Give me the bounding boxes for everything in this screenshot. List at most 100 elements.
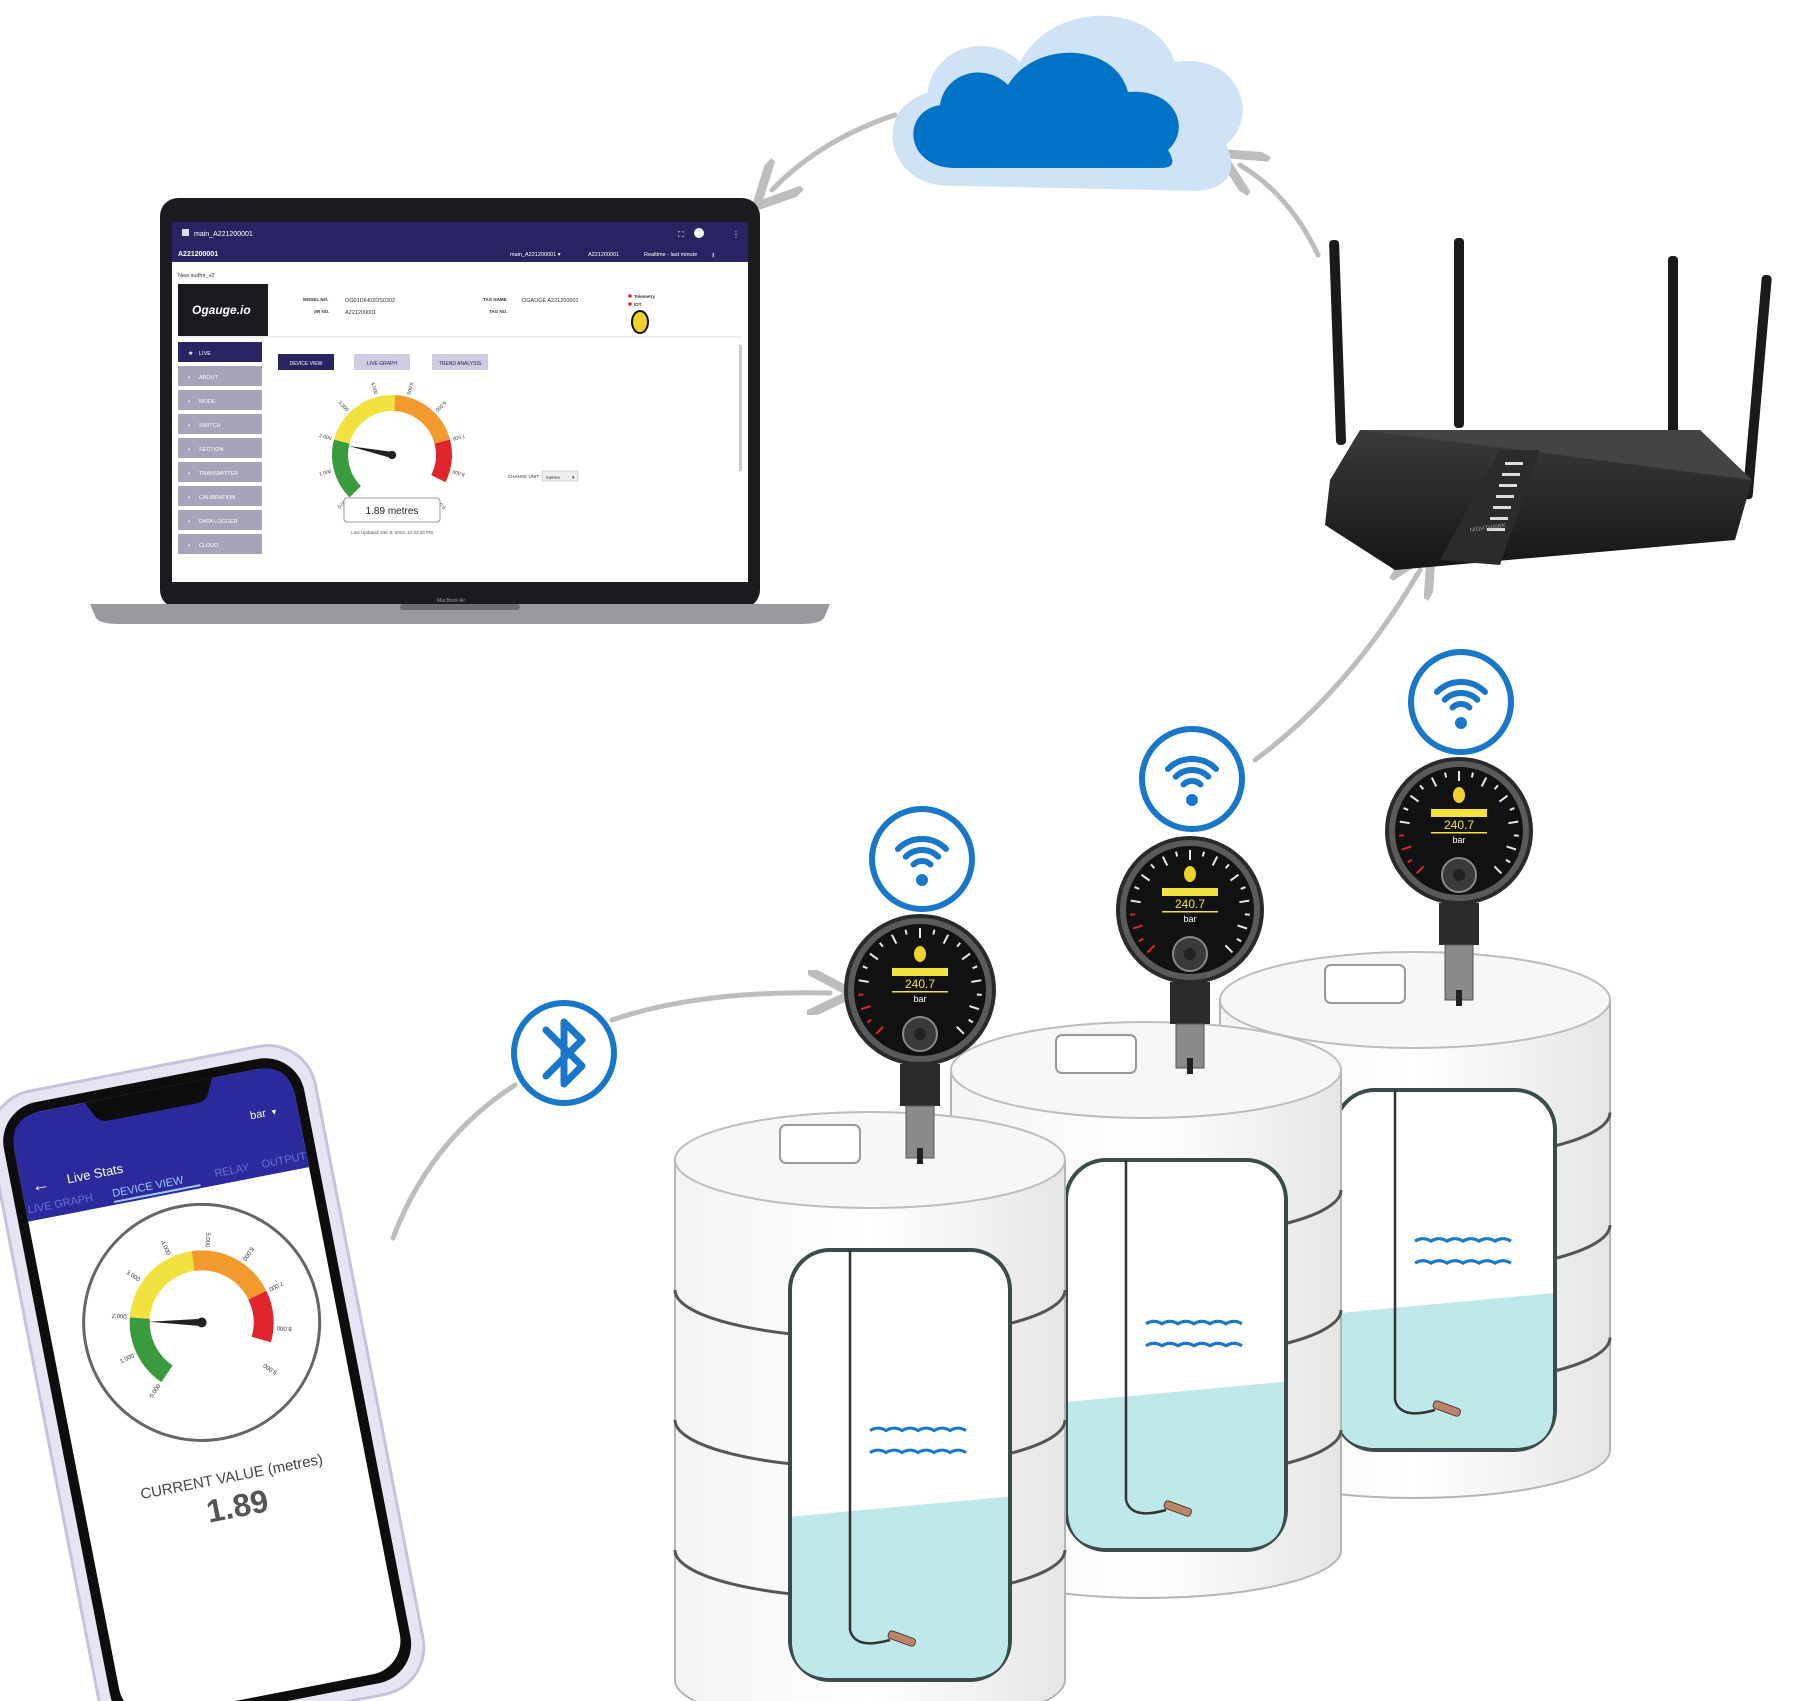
gauge-zone-orange [191, 1250, 267, 1301]
water-wave [1414, 1259, 1512, 1265]
model-label: MODEL NO. [303, 297, 328, 302]
sidebar-item-live[interactable] [178, 342, 262, 362]
cloud-icon [892, 15, 1243, 191]
more-icon[interactable]: ⋮ [732, 230, 740, 239]
tab-live-graph[interactable] [354, 354, 410, 370]
arrow-bluetooth-to-device [609, 993, 830, 1023]
sidebar-item-icon: ★ [188, 350, 193, 357]
storage-tank [673, 1111, 1067, 1701]
tank-water [1068, 1381, 1284, 1548]
realtime-range[interactable]: Realtime - last minute [644, 252, 697, 258]
sidebar-item-label: LIVE [199, 351, 211, 357]
tank-mount [1324, 964, 1406, 1004]
view-tabs: DEVICE VIEW LIVE GRAPH TREND ANALYSIS [278, 354, 488, 370]
sidebar-item-label: SWITCH [199, 423, 221, 429]
scrollbar[interactable] [739, 345, 742, 471]
tank-mount [779, 1124, 861, 1164]
gauge-hub [196, 1317, 207, 1328]
sidebar-item-about[interactable] [178, 366, 262, 386]
sidebar-item-icon: ▪ [188, 495, 190, 501]
wifi-icon [1139, 726, 1245, 832]
level-probe [848, 1250, 891, 1645]
gauge-tick-label: 8.000 [276, 1324, 292, 1331]
phone: bar ▾ ← Live Stats LIVE GRAPH DEVICE VIE… [0, 1044, 426, 1701]
chevron-down-icon: ▾ [271, 1106, 278, 1117]
phone-unit-select[interactable]: bar [249, 1107, 267, 1122]
level-probe [1124, 1160, 1167, 1515]
sidebar-item-icon: ▪ [188, 375, 190, 381]
logo-box [178, 284, 268, 336]
chevron-down-icon: ▾ [572, 475, 575, 481]
gauge-tick-label: 2.000 [111, 1314, 127, 1321]
apps-icon[interactable] [182, 229, 189, 236]
sidebar-item-label: ABOUT [199, 375, 219, 381]
router-antenna [1742, 274, 1772, 500]
panel-title: New sudhir_v2 [178, 273, 214, 279]
tank-water [1337, 1293, 1553, 1448]
sidebar-item-calibration[interactable] [178, 486, 262, 506]
back-arrow-icon[interactable]: ← [30, 1173, 51, 1196]
tag-name-value: OGAUGE A221200001 [522, 298, 579, 304]
arrow-device-to-router [1252, 570, 1420, 763]
water-wave [869, 1448, 967, 1455]
sidebar-item-label: CALIBRATION [199, 495, 235, 501]
device-chip[interactable]: A221200001 [588, 252, 619, 258]
gauge-needle [148, 1318, 202, 1327]
probe-sensor [1163, 1500, 1192, 1517]
tab-label: TREND ANALYSIS [439, 361, 482, 367]
tank-mount [1055, 1034, 1137, 1074]
gauge-needle [348, 446, 393, 459]
device-reading: 240.7 [905, 977, 935, 991]
sidebar-item-data-logger[interactable] [178, 510, 262, 530]
sidebar-item-switch[interactable] [178, 414, 262, 434]
sr-value: A221200001 [345, 310, 376, 316]
unit-select-value[interactable]: metres [546, 475, 561, 480]
laptop-brand: MacBook Air [437, 598, 465, 604]
tab-trend-analysis[interactable] [432, 354, 488, 370]
device-unit: bar [913, 994, 926, 1004]
gauge-zone-green [332, 439, 362, 498]
router-antenna [1329, 239, 1347, 445]
sidebar-item-section[interactable] [178, 438, 262, 458]
wifi-icon [1408, 649, 1514, 755]
unit-select[interactable] [541, 470, 579, 482]
arrow-phone-to-bluetooth [390, 1082, 518, 1241]
device-unit: bar [1452, 835, 1465, 845]
gauge-zone-red [431, 439, 452, 483]
device-logo-icon [631, 310, 649, 334]
tab-active-indicator [113, 1184, 201, 1203]
water-wave [1145, 1319, 1243, 1326]
gauge-zone-orange [393, 395, 450, 444]
tank-water [792, 1496, 1008, 1678]
sidebar-item-cloud[interactable] [178, 534, 262, 554]
sidebar-item-label: CLOUD [199, 543, 218, 549]
change-unit-label: CHANGE UNIT [508, 474, 539, 479]
sidebar-item-mode[interactable] [178, 390, 262, 410]
gauge-zone-green [129, 1317, 173, 1383]
sidebar-item-icon: ▪ [188, 543, 190, 549]
brand-logo-icon [914, 946, 926, 962]
download-icon[interactable]: ⭳ [712, 252, 715, 259]
readout-value: 1.89 metres [366, 506, 419, 517]
water-wave [1145, 1341, 1243, 1348]
bluetooth-icon [511, 1000, 617, 1106]
sidebar-item-transmitter[interactable] [178, 462, 262, 482]
tab-label: DEVICE VIEW [290, 361, 323, 367]
gauge-hub [387, 450, 397, 460]
router: NIGHTHAWK [1325, 238, 1772, 570]
router-antenna [1668, 256, 1678, 446]
arrow-router-to-cloud [1240, 165, 1321, 258]
tab-device-view[interactable] [278, 354, 334, 370]
router-brand: NIGHTHAWK [1469, 523, 1506, 534]
fullscreen-icon[interactable]: ⛶ [677, 230, 684, 239]
gauge-tick-label: 2.000 [318, 433, 332, 442]
sidebar-item-label: SECTION [199, 447, 223, 453]
arrow-cloud-to-laptop [772, 112, 898, 190]
device-reading: 240.7 [1444, 818, 1474, 832]
device-selector[interactable]: main_A221200001 ▾ [510, 252, 561, 258]
user-icon[interactable] [694, 228, 704, 238]
tab-label: LIVE GRAPH [367, 361, 397, 367]
flow-arrows [390, 112, 1420, 1241]
